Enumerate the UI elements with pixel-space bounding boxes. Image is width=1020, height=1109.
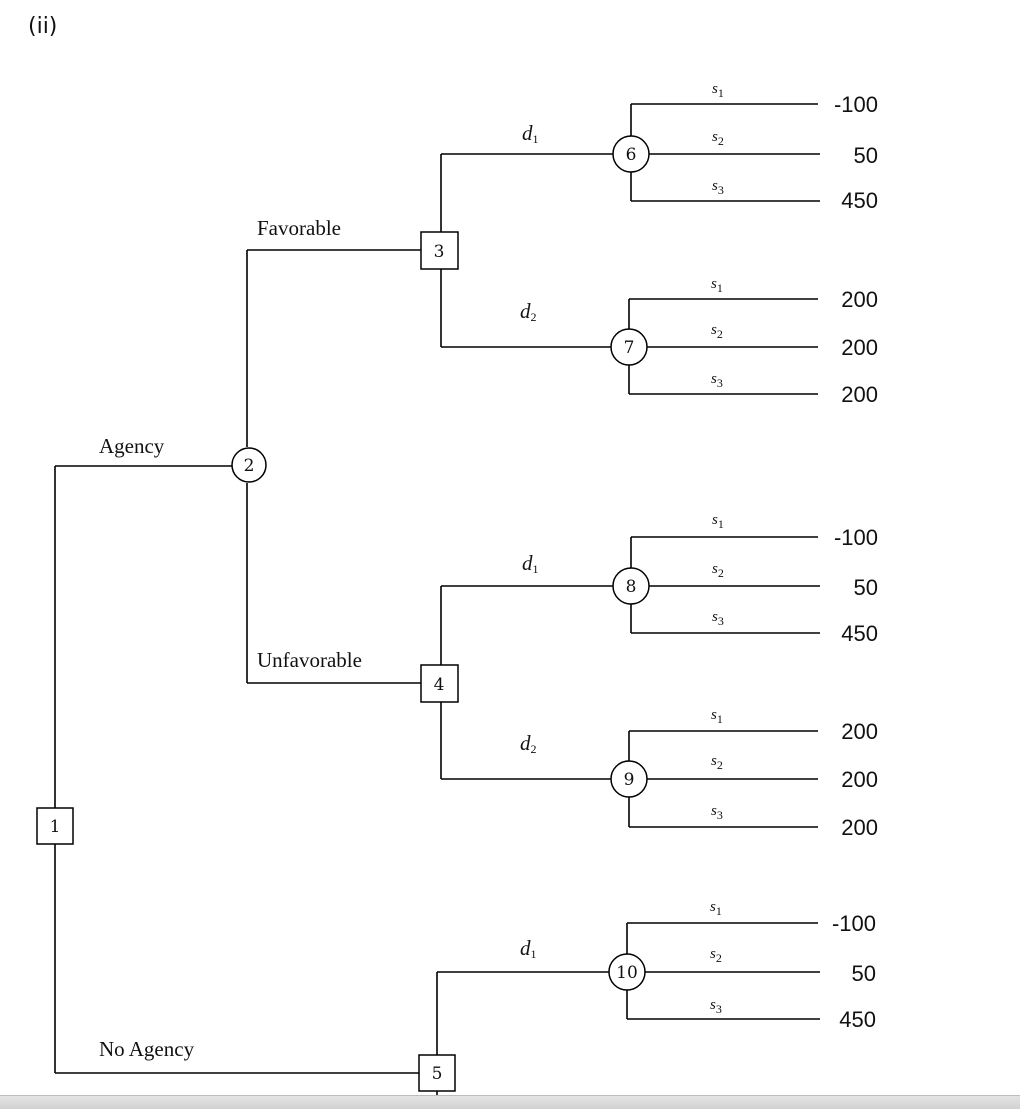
chance-node-8: 8 [612, 567, 650, 605]
branch-label-unfavorable: Unfavorable [257, 648, 362, 672]
state-label-s2: s2 [712, 561, 724, 580]
state-label-s3: s3 [712, 178, 724, 197]
state-label-s1: s1 [712, 512, 724, 531]
node-6-label: 6 [626, 145, 637, 165]
node-8-label: 8 [626, 577, 637, 597]
payoff-value: 450 [841, 188, 878, 213]
state-label-s2: s2 [710, 946, 722, 965]
payoff-value: 200 [841, 335, 878, 360]
node-1-label: 1 [50, 817, 61, 837]
chance-node-6: 6 [612, 135, 650, 173]
node-3-label: 3 [434, 242, 445, 262]
decision-node-1: 1 [36, 807, 74, 845]
payoff-value: 200 [841, 287, 878, 312]
state-label-s2: s2 [711, 753, 723, 772]
state-label-s3: s3 [710, 997, 722, 1016]
payoffs: -100 50 450 200 200 200 -100 50 450 200 … [832, 92, 878, 1032]
payoff-value: 50 [852, 961, 876, 986]
state-label-s3: s3 [711, 371, 723, 390]
payoff-value: 450 [841, 621, 878, 646]
payoff-value: 50 [854, 575, 878, 600]
decision-label-d2: d2 [520, 731, 537, 756]
decision-label-d1: d1 [522, 121, 539, 146]
state-label-s2: s2 [711, 322, 723, 341]
payoff-value: 200 [841, 719, 878, 744]
decision-node-5: 5 [418, 1054, 456, 1092]
state-label-s1: s1 [712, 81, 724, 100]
decision-label-d1: d1 [520, 936, 537, 961]
state-label-s3: s3 [711, 803, 723, 822]
payoff-value: 200 [841, 382, 878, 407]
payoff-value: 450 [839, 1007, 876, 1032]
part-label: (ii) [28, 14, 58, 39]
branch-label-agency: Agency [99, 434, 165, 458]
chance-node-7: 7 [610, 328, 648, 366]
state-label-s1: s1 [711, 276, 723, 295]
payoff-value: -100 [832, 911, 876, 936]
chance-node-10: 10 [608, 953, 646, 991]
node-10-label: 10 [616, 963, 638, 983]
branch-label-favorable: Favorable [257, 216, 341, 240]
node-5-label: 5 [432, 1064, 443, 1084]
payoff-value: -100 [834, 525, 878, 550]
decision-label-d1: d1 [522, 551, 539, 576]
decision-node-3: 3 [420, 231, 459, 270]
chance-node-9: 9 [610, 760, 648, 798]
payoff-value: 200 [841, 815, 878, 840]
payoff-value: -100 [834, 92, 878, 117]
state-label-s1: s1 [711, 707, 723, 726]
bottom-bar [0, 1095, 1020, 1109]
node-4-label: 4 [434, 675, 445, 695]
node-9-label: 9 [624, 770, 635, 790]
chance-node-2: 2 [231, 447, 267, 483]
state-label-s1: s1 [710, 899, 722, 918]
node-2-label: 2 [244, 456, 255, 476]
node-7-label: 7 [624, 338, 635, 358]
payoff-value: 200 [841, 767, 878, 792]
state-label-s2: s2 [712, 129, 724, 148]
branch-label-no-agency: No Agency [99, 1037, 195, 1061]
state-labels: s1 s2 s3 s1 s2 s3 s1 s2 s3 s1 s2 s3 s1 s… [708, 81, 724, 1107]
payoff-value: 50 [854, 143, 878, 168]
decision-label-d2: d2 [520, 299, 537, 324]
state-label-s3: s3 [712, 609, 724, 628]
decision-node-4: 4 [420, 664, 459, 703]
tree-lines [54, 103, 820, 1108]
